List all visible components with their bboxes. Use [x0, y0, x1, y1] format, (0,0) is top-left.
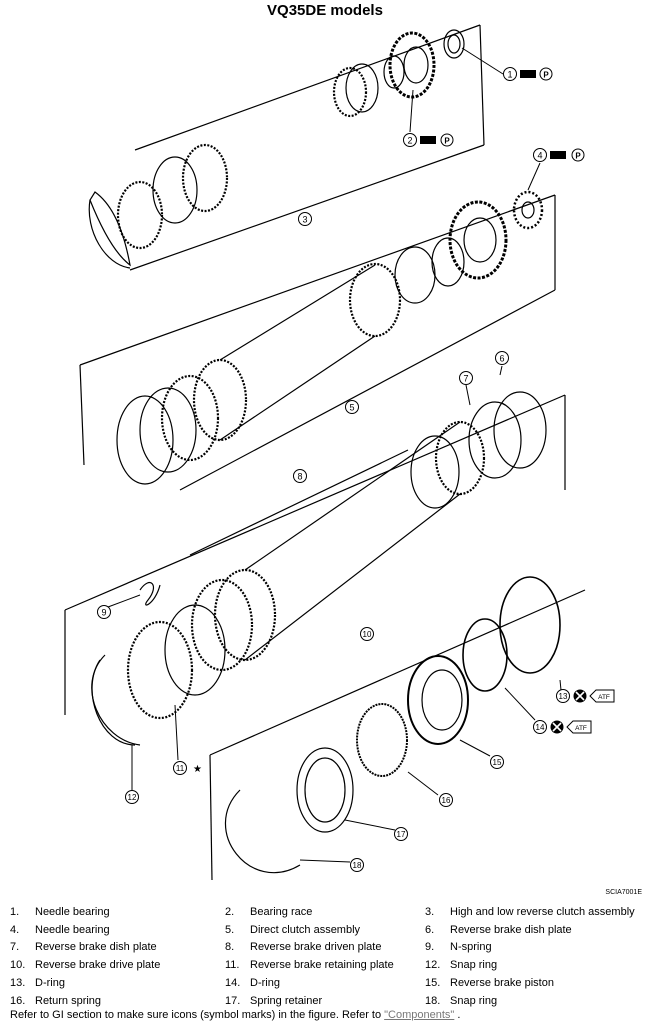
legend-item: 3.High and low reverse clutch assembly [425, 905, 635, 918]
legend-item: 6.Reverse brake dish plate [425, 923, 572, 936]
group-reverse-brake-plates [64, 391, 566, 746]
legend-row: 1.Needle bearing 2.Bearing race 3.High a… [10, 903, 645, 921]
callout-15: 15 [490, 755, 504, 769]
legend-item: 15.Reverse brake piston [425, 977, 554, 990]
svg-text:18: 18 [353, 861, 362, 870]
svg-text:1: 1 [507, 70, 512, 80]
callout-9: 9 [97, 605, 111, 619]
svg-text:16: 16 [442, 796, 451, 805]
legend-item: 14.D-ring [225, 977, 280, 990]
legend-row: 10.Reverse brake drive plate 11.Reverse … [10, 956, 645, 974]
callout-17: 17 [394, 827, 408, 841]
svg-text:10: 10 [363, 630, 372, 639]
legend-row: 7.Reverse brake dish plate 8.Reverse bra… [10, 939, 645, 957]
page-title: VQ35DE models [267, 2, 383, 19]
svg-text:12: 12 [128, 793, 137, 802]
callout-18: 18 [350, 858, 364, 872]
legend-item: 18.Snap ring [425, 994, 498, 1007]
callout-8: 8 [293, 469, 307, 483]
svg-text:P: P [543, 71, 549, 80]
callout-16: 16 [439, 793, 453, 807]
leader-lines [107, 47, 562, 863]
svg-text:P: P [575, 152, 581, 161]
legend-item: 12.Snap ring [425, 959, 498, 972]
atf-icon: ATF [566, 720, 592, 734]
legend-row: 4.Needle bearing 5.Direct clutch assembl… [10, 921, 645, 939]
callout-5: 5 [345, 400, 359, 414]
svg-text:6: 6 [499, 354, 504, 364]
footer-end: . [454, 1009, 461, 1021]
legend-item: 9.N-spring [425, 941, 492, 954]
components-link[interactable]: "Components" [384, 1009, 455, 1021]
group-direct-clutch [79, 190, 556, 491]
svg-text:P: P [444, 137, 450, 146]
atf-icon: ATF [589, 689, 615, 703]
svg-text:8: 8 [297, 472, 302, 482]
svg-text:7: 7 [463, 374, 468, 384]
grease-gun-icon: P [520, 67, 553, 81]
svg-text:17: 17 [397, 830, 406, 839]
group-high-low-reverse-clutch [88, 24, 485, 271]
svg-text:11: 11 [176, 764, 185, 773]
svg-text:2: 2 [407, 136, 412, 146]
grease-gun-icon: P [550, 148, 585, 162]
legend-item: 4.Needle bearing [10, 923, 110, 936]
legend-row: 13.D-ring 14.D-ring 15.Reverse brake pis… [10, 974, 645, 992]
grease-gun-icon: P [420, 133, 454, 147]
legend-item: 10.Reverse brake drive plate [10, 959, 161, 972]
legend-item: 1.Needle bearing [10, 905, 110, 918]
svg-text:15: 15 [493, 758, 502, 767]
svg-text:3: 3 [302, 215, 307, 225]
legend-item: 7.Reverse brake dish plate [10, 941, 157, 954]
callout-4: 4 [533, 148, 547, 162]
legend-item: 2.Bearing race [225, 905, 313, 918]
svg-text:ATF: ATF [598, 694, 610, 701]
svg-text:13: 13 [559, 692, 568, 701]
callout-11: 11 ★ [173, 761, 202, 775]
figure-id: SCIA7001E [605, 889, 642, 896]
exploded-view-diagram: 1 2 3 4 5 6 7 8 9 10 11★ 12 13 14 15 16 … [64, 24, 615, 881]
callout-14: 14 [533, 720, 547, 734]
footer-text: Refer to GI section to make sure icons (… [10, 1009, 385, 1021]
callout-3: 3 [298, 212, 312, 226]
callout-2: 2 [403, 133, 417, 147]
parts-legend: 1.Needle bearing 2.Bearing race 3.High a… [10, 903, 645, 1010]
legend-item: 8.Reverse brake driven plate [225, 941, 382, 954]
group-reverse-brake-piston [91, 576, 586, 881]
callout-1: 1 [503, 67, 517, 81]
svg-text:4: 4 [537, 151, 542, 161]
svg-text:14: 14 [536, 723, 545, 732]
svg-text:ATF: ATF [575, 725, 587, 732]
legend-item: 17.Spring retainer [225, 994, 323, 1007]
legend-item: 5.Direct clutch assembly [225, 923, 361, 936]
callout-13: 13 [556, 689, 570, 703]
replace-part-icon [573, 689, 587, 703]
replace-part-icon [550, 720, 564, 734]
legend-item: 11.Reverse brake retaining plate [225, 959, 394, 972]
footer-note: Refer to GI section to make sure icons (… [10, 1009, 460, 1021]
legend-item: 13.D-ring [10, 977, 65, 990]
legend-item: 16.Return spring [10, 994, 102, 1007]
callout-6: 6 [495, 351, 509, 365]
callout-7: 7 [459, 371, 473, 385]
legend-row: 16.Return spring 17.Spring retainer 18.S… [10, 992, 645, 1010]
svg-text:9: 9 [101, 608, 106, 618]
callout-12: 12 [125, 790, 139, 804]
callout-labels: 1 2 3 4 5 6 7 8 9 10 11★ 12 13 14 15 16 … [97, 67, 570, 872]
svg-text:5: 5 [349, 403, 354, 413]
callout-10: 10 [360, 627, 374, 641]
svg-text:★: ★ [193, 764, 202, 775]
